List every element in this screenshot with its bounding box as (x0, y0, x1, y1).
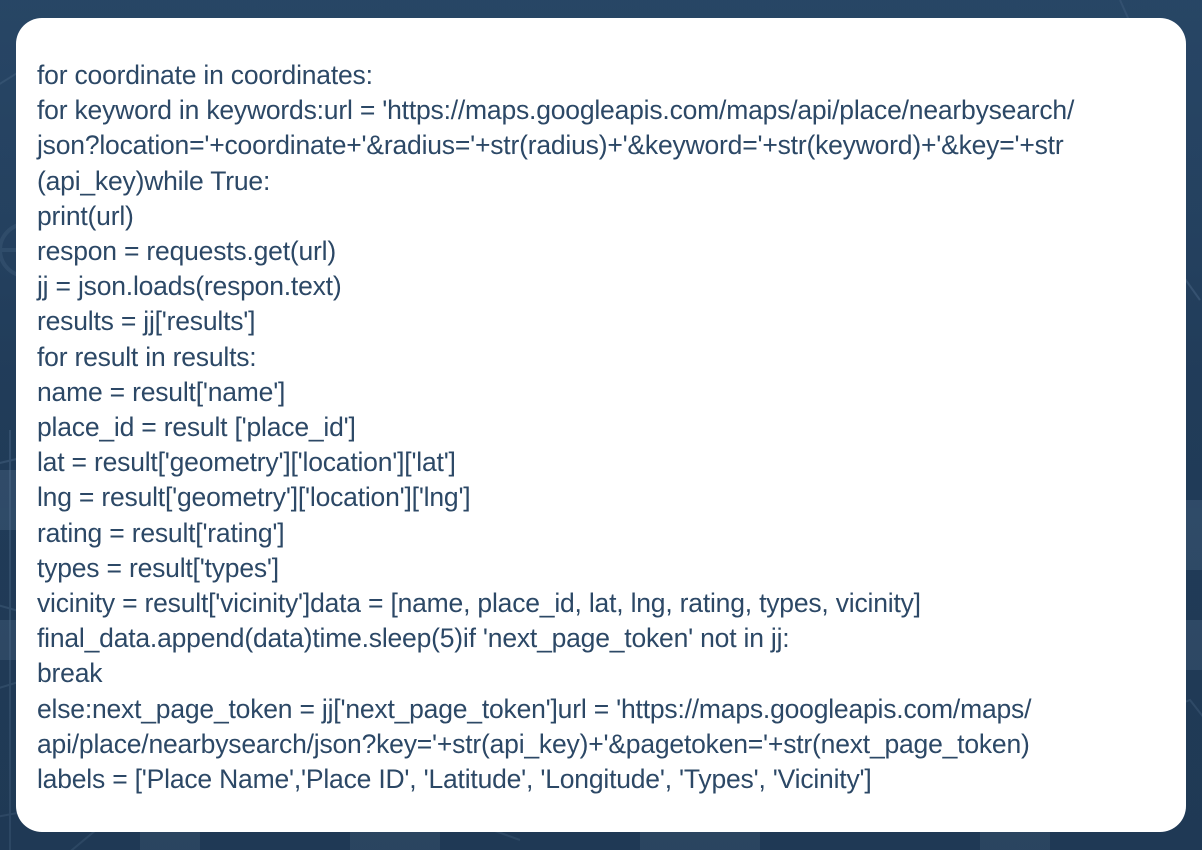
code-line: (api_key)while True: (37, 165, 271, 196)
code-line: for coordinate in coordinates: (37, 60, 373, 90)
code-line: lng = result['geometry']['location']['ln… (37, 482, 471, 513)
code-line: print(url) (37, 200, 134, 231)
code-line: for result in results: (37, 341, 257, 372)
code-line: break (37, 658, 103, 689)
code-line: types = result['types'] (37, 552, 279, 583)
code-line: name = result['name'] (37, 376, 286, 407)
code-line: json?location='+coordinate+'&radius='+st… (37, 130, 1064, 161)
code-block: for coordinate in coordinates: for keywor… (37, 58, 1160, 797)
code-line: respon = requests.get(url) (37, 236, 336, 267)
code-line: for keyword in keywords:url = 'https://m… (37, 95, 1075, 126)
code-line: lat = result['geometry']['location']['la… (37, 447, 456, 478)
code-line: labels = ['Place Name','Place ID', 'Lati… (37, 764, 872, 795)
code-snippet-card: for coordinate in coordinates: for keywor… (16, 18, 1186, 832)
code-line: api/place/nearbysearch/json?key='+str(ap… (37, 728, 1030, 759)
code-line: vicinity = result['vicinity']data = [nam… (37, 588, 921, 619)
code-line: else:next_page_token = jj['next_page_tok… (37, 693, 1032, 724)
code-line: final_data.append(data)time.sleep(5)if '… (37, 623, 790, 654)
code-line: results = jj['results'] (37, 306, 256, 337)
code-line: rating = result['rating'] (37, 517, 285, 548)
code-line: place_id = result ['place_id'] (37, 412, 356, 443)
code-line: jj = json.loads(respon.text) (37, 271, 342, 302)
